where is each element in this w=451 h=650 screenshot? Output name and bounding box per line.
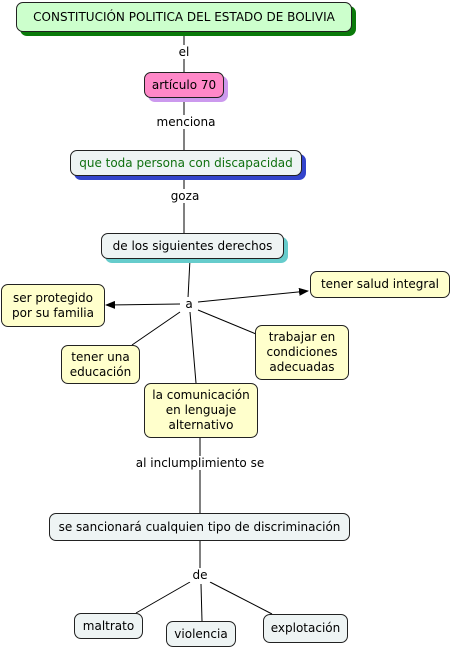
node-persona[interactable]: que toda persona con discapacidad xyxy=(70,150,302,176)
line-de-explotacion xyxy=(209,581,273,615)
link-label-goza: goza xyxy=(167,189,203,203)
node-educacion[interactable]: tener una educación xyxy=(61,345,140,384)
arrow-a-protegido xyxy=(105,300,181,309)
node-constitucion[interactable]: CONSTITUCIÓN POLITICA DEL ESTADO DE BOLI… xyxy=(16,2,352,32)
node-salud[interactable]: tener salud integral xyxy=(310,271,450,298)
node-derechos[interactable]: de los siguientes derechos xyxy=(101,233,284,259)
line-de-violencia xyxy=(200,583,203,622)
node-protegido[interactable]: ser protegido por su familia xyxy=(1,284,105,327)
line-a-trabajar xyxy=(197,309,257,335)
link-label-menciona: menciona xyxy=(153,115,219,129)
line-a-educacion xyxy=(131,311,181,346)
node-explotacion[interactable]: explotación xyxy=(263,614,348,643)
link-label-incumplimiento: al inclumplimiento se xyxy=(132,456,268,470)
arrow-a-salud xyxy=(197,287,309,303)
link-label-el: el xyxy=(175,45,193,59)
line-a-comunicacion xyxy=(189,311,197,384)
node-trabajar[interactable]: trabajar en condiciones adecuadas xyxy=(255,325,349,380)
line-derechos-a xyxy=(187,258,191,299)
link-label-a: a xyxy=(182,297,196,311)
link-label-de: de xyxy=(189,568,211,582)
node-maltrato[interactable]: maltrato xyxy=(74,613,143,639)
node-articulo[interactable]: artículo 70 xyxy=(144,72,224,98)
node-comunicacion[interactable]: la comunicación en lenguaje alternativo xyxy=(144,383,258,438)
line-de-maltrato xyxy=(135,581,191,614)
node-sancionara[interactable]: se sancionará cualquien tipo de discrimi… xyxy=(49,513,350,541)
node-violencia[interactable]: violencia xyxy=(166,621,236,647)
